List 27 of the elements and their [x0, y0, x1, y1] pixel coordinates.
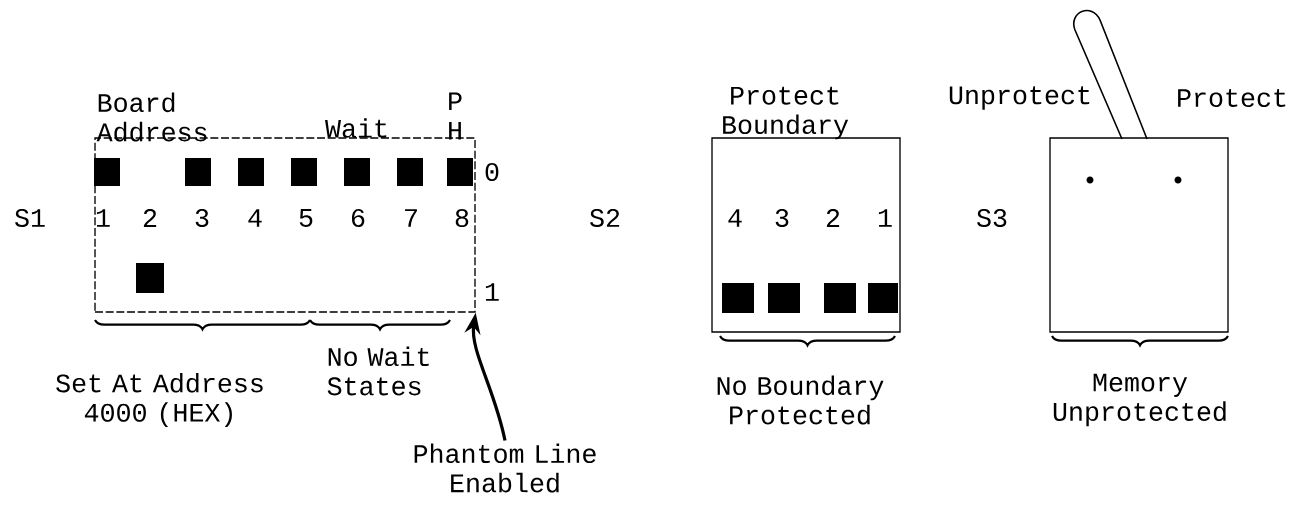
switch-number: 6 [352, 208, 365, 228]
position-label: Unprotect [949, 86, 1090, 110]
callout-text: Phantom Line Enabled [414, 443, 596, 493]
switch-number: 8 [455, 208, 469, 228]
position-label: Protect [1178, 89, 1286, 107]
field-label: Board Address [96, 92, 207, 142]
setting-caption: Memory Unprotected [1053, 373, 1226, 427]
switch-number: 1 [878, 209, 892, 227]
switch-number: 7 [405, 209, 417, 227]
switch-name: S1 [15, 208, 45, 228]
field-label: Protect Boundary [723, 86, 849, 140]
switch-box [1049, 137, 1229, 333]
field-label: Wait [325, 118, 387, 138]
switch-name: S3 [977, 208, 1007, 228]
switch-number: 3 [775, 208, 789, 228]
setting-caption: No Boundary Protected [717, 375, 884, 425]
switch-number: 3 [195, 208, 209, 228]
switch-number: 4 [248, 209, 262, 227]
switch-name: S2 [590, 208, 620, 228]
switch-number: 4 [728, 209, 742, 227]
setting-caption: No Wait States [327, 346, 429, 396]
field-label: P H [449, 92, 462, 140]
switch-number: 2 [143, 209, 157, 227]
switch-number: 1 [96, 209, 110, 227]
switch-number: 2 [826, 209, 840, 227]
switch-number: 5 [299, 209, 313, 227]
setting-caption: Set At Address 4000 (HEX) [56, 372, 263, 428]
